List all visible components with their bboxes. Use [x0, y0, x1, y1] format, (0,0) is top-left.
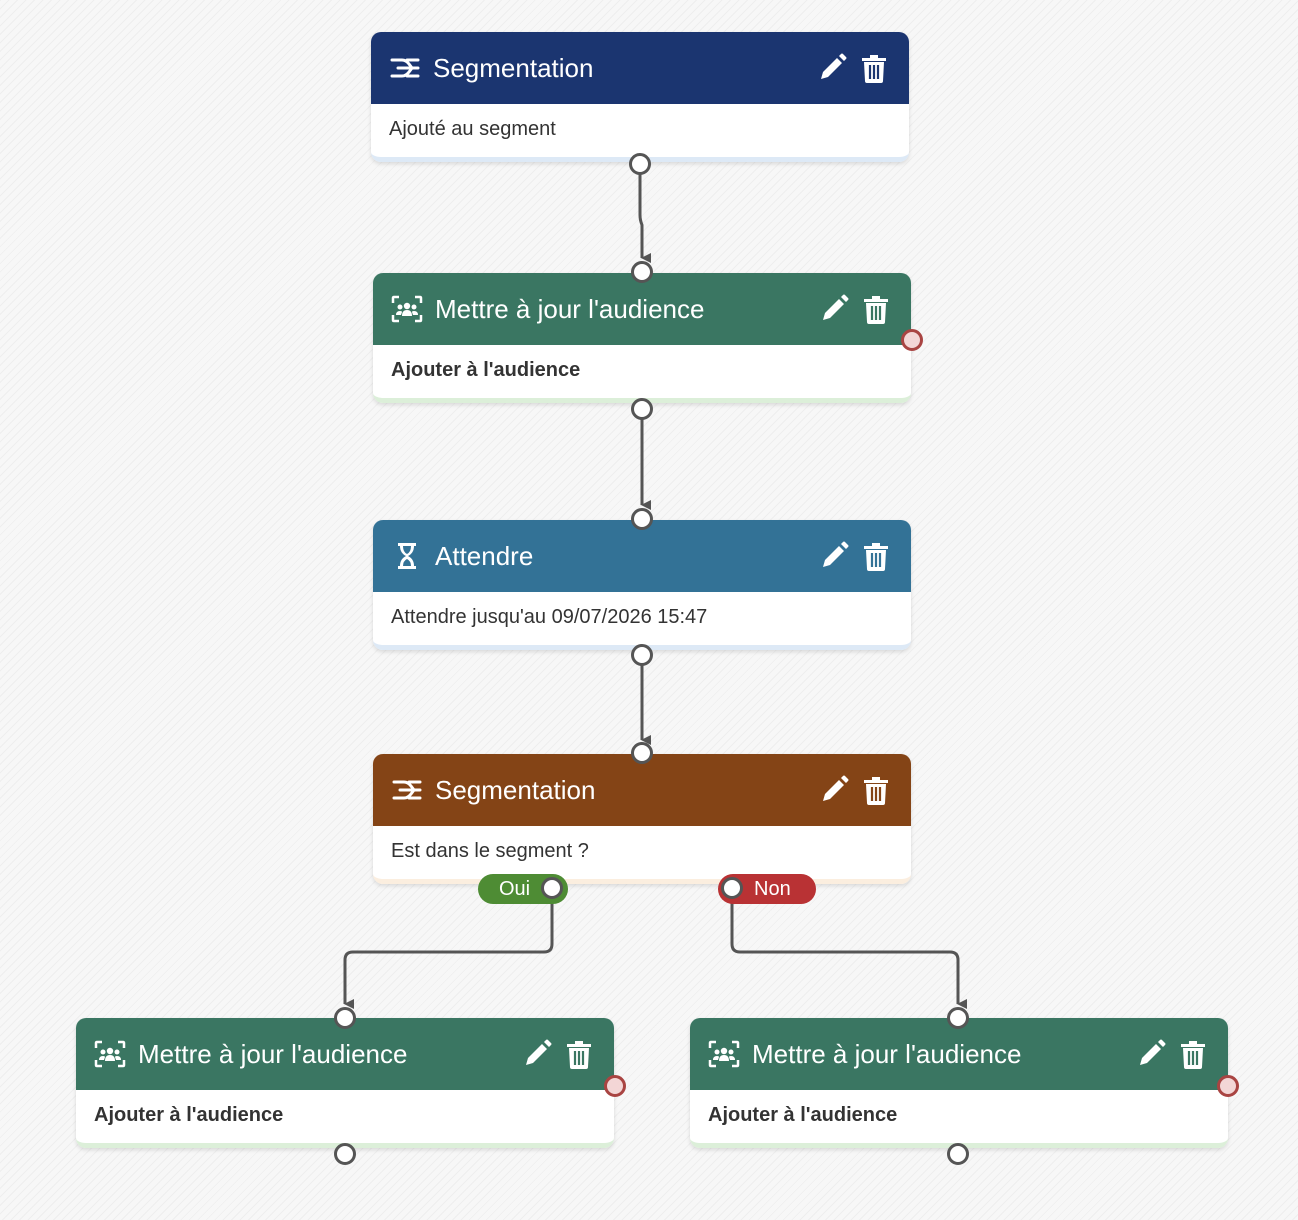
trash-icon	[864, 543, 888, 571]
audience-icon	[94, 1038, 126, 1070]
delete-button[interactable]	[1176, 1037, 1210, 1071]
node-update-audience-no[interactable]: Mettre à jour l'audience Ajouter à l'aud…	[690, 1018, 1228, 1148]
delete-button[interactable]	[859, 292, 893, 326]
output-port[interactable]	[631, 398, 653, 420]
node-segmentation-check[interactable]: Segmentation Est dans le segment ?	[373, 754, 911, 884]
connector-yes	[343, 888, 554, 1009]
pencil-icon	[1140, 1039, 1166, 1065]
edit-button[interactable]	[815, 51, 849, 85]
output-port[interactable]	[947, 1143, 969, 1165]
segment-icon	[389, 52, 421, 84]
edit-button[interactable]	[817, 539, 851, 573]
node-header: Segmentation	[373, 754, 911, 826]
hourglass-icon	[391, 540, 423, 572]
node-update-audience-yes[interactable]: Mettre à jour l'audience Ajouter à l'aud…	[76, 1018, 614, 1148]
error-port[interactable]	[901, 329, 923, 351]
node-title: Attendre	[435, 540, 534, 571]
node-header: Mettre à jour l'audience	[373, 273, 911, 345]
pencil-icon	[526, 1039, 552, 1065]
error-port[interactable]	[1217, 1075, 1239, 1097]
node-body: Est dans le segment ?	[373, 826, 911, 884]
pencil-icon	[821, 53, 847, 79]
audience-icon	[391, 293, 423, 325]
delete-button[interactable]	[857, 51, 891, 85]
output-port[interactable]	[334, 1143, 356, 1165]
branch-yes-label: Oui	[499, 877, 531, 900]
trash-icon	[567, 1041, 591, 1069]
connector-no	[730, 888, 967, 1009]
node-segmentation-start[interactable]: Segmentation Ajouté au segment	[371, 32, 909, 162]
delete-button[interactable]	[562, 1037, 596, 1071]
audience-icon	[708, 1038, 740, 1070]
pencil-icon	[823, 541, 849, 567]
no-output-port[interactable]	[721, 877, 743, 899]
trash-icon	[862, 55, 886, 83]
delete-button[interactable]	[859, 539, 893, 573]
trash-icon	[864, 296, 888, 324]
node-body: Ajouter à l'audience	[76, 1090, 614, 1148]
input-port[interactable]	[631, 508, 653, 530]
node-update-audience-1[interactable]: Mettre à jour l'audience Ajouter à l'aud…	[373, 273, 911, 403]
trash-icon	[864, 777, 888, 805]
connector-1	[638, 165, 651, 263]
node-title: Segmentation	[435, 774, 596, 805]
input-port[interactable]	[631, 742, 653, 764]
node-header: Mettre à jour l'audience	[76, 1018, 614, 1090]
node-header: Attendre	[373, 520, 911, 592]
node-body: Ajouter à l'audience	[373, 345, 911, 403]
input-port[interactable]	[631, 261, 653, 283]
node-wait[interactable]: Attendre Attendre jusqu'au 09/07/2026 15…	[373, 520, 911, 650]
edit-button[interactable]	[1134, 1037, 1168, 1071]
branch-no-label: Non	[754, 877, 791, 900]
node-header: Mettre à jour l'audience	[690, 1018, 1228, 1090]
output-port[interactable]	[629, 153, 651, 175]
input-port[interactable]	[947, 1007, 969, 1029]
output-port[interactable]	[631, 644, 653, 666]
input-port[interactable]	[334, 1007, 356, 1029]
delete-button[interactable]	[859, 773, 893, 807]
edit-button[interactable]	[520, 1037, 554, 1071]
yes-output-port[interactable]	[541, 877, 563, 899]
pencil-icon	[823, 294, 849, 320]
node-title: Mettre à jour l'audience	[435, 293, 705, 324]
edit-button[interactable]	[817, 773, 851, 807]
trash-icon	[1181, 1041, 1205, 1069]
node-title: Mettre à jour l'audience	[752, 1038, 1022, 1069]
node-header: Segmentation	[371, 32, 909, 104]
segment-icon	[391, 774, 423, 806]
node-body: Attendre jusqu'au 09/07/2026 15:47	[373, 592, 911, 650]
edit-button[interactable]	[817, 292, 851, 326]
node-body: Ajouter à l'audience	[690, 1090, 1228, 1148]
pencil-icon	[823, 775, 849, 801]
node-title: Segmentation	[433, 52, 594, 83]
error-port[interactable]	[604, 1075, 626, 1097]
node-title: Mettre à jour l'audience	[138, 1038, 408, 1069]
